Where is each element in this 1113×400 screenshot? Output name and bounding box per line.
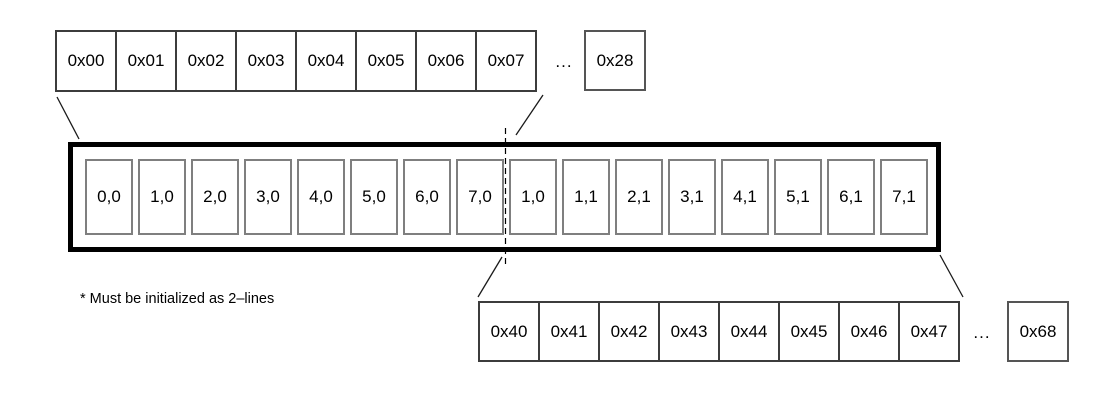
connector-bottom-right-line [939, 254, 964, 298]
buffer-cell: 5,0 [350, 159, 398, 235]
address-cell: 0x40 [478, 301, 540, 362]
connector-top-left-line [56, 96, 80, 140]
address-cell: 0x02 [175, 30, 237, 92]
buffer-cell: 1,0 [509, 159, 557, 235]
address-cell: 0x46 [838, 301, 900, 362]
address-cell: 0x07 [475, 30, 537, 92]
buffer-cell: 7,1 [880, 159, 928, 235]
buffer-cell: 3,0 [244, 159, 292, 235]
address-cell: 0x05 [355, 30, 417, 92]
connector-bottom-left-line [477, 256, 503, 298]
buffer-cell: 3,1 [668, 159, 716, 235]
address-cell: 0x44 [718, 301, 780, 362]
address-row-bottom: 0x40 0x41 0x42 0x43 0x44 0x45 0x46 0x47 [478, 301, 960, 362]
buffer-cell: 2,0 [191, 159, 239, 235]
address-cell: 0x42 [598, 301, 660, 362]
buffer-cell: 4,1 [721, 159, 769, 235]
address-cell-tail-bottom: 0x68 [1007, 301, 1069, 362]
address-cell: 0x01 [115, 30, 177, 92]
address-cell: 0x06 [415, 30, 477, 92]
address-cell: 0x43 [658, 301, 720, 362]
ellipsis-bottom: ... [973, 323, 991, 342]
buffer-cell: 6,1 [827, 159, 875, 235]
address-cell: 0x41 [538, 301, 600, 362]
address-cell: 0x00 [55, 30, 117, 92]
buffer-cell: 5,1 [774, 159, 822, 235]
address-row-top: 0x00 0x01 0x02 0x03 0x04 0x05 0x06 0x07 [55, 30, 537, 92]
address-cell-tail-top: 0x28 [584, 30, 646, 91]
footnote: * Must be initialized as 2–lines [80, 291, 275, 307]
buffer-cell: 7,0 [456, 159, 504, 235]
address-cell: 0x03 [235, 30, 297, 92]
buffer-cell: 1,1 [562, 159, 610, 235]
buffer-cell: 2,1 [615, 159, 663, 235]
buffer-cell: 6,0 [403, 159, 451, 235]
ellipsis-top: ... [555, 52, 573, 71]
buffer-cell: 4,0 [297, 159, 345, 235]
display-buffer-box: 0,0 1,0 2,0 3,0 4,0 5,0 6,0 7,0 1,0 1,1 … [68, 142, 941, 252]
connector-top-right-line [515, 94, 544, 136]
address-cell: 0x47 [898, 301, 960, 362]
buffer-cell: 1,0 [138, 159, 186, 235]
address-cell: 0x45 [778, 301, 840, 362]
address-cell: 0x04 [295, 30, 357, 92]
buffer-cell: 0,0 [85, 159, 133, 235]
